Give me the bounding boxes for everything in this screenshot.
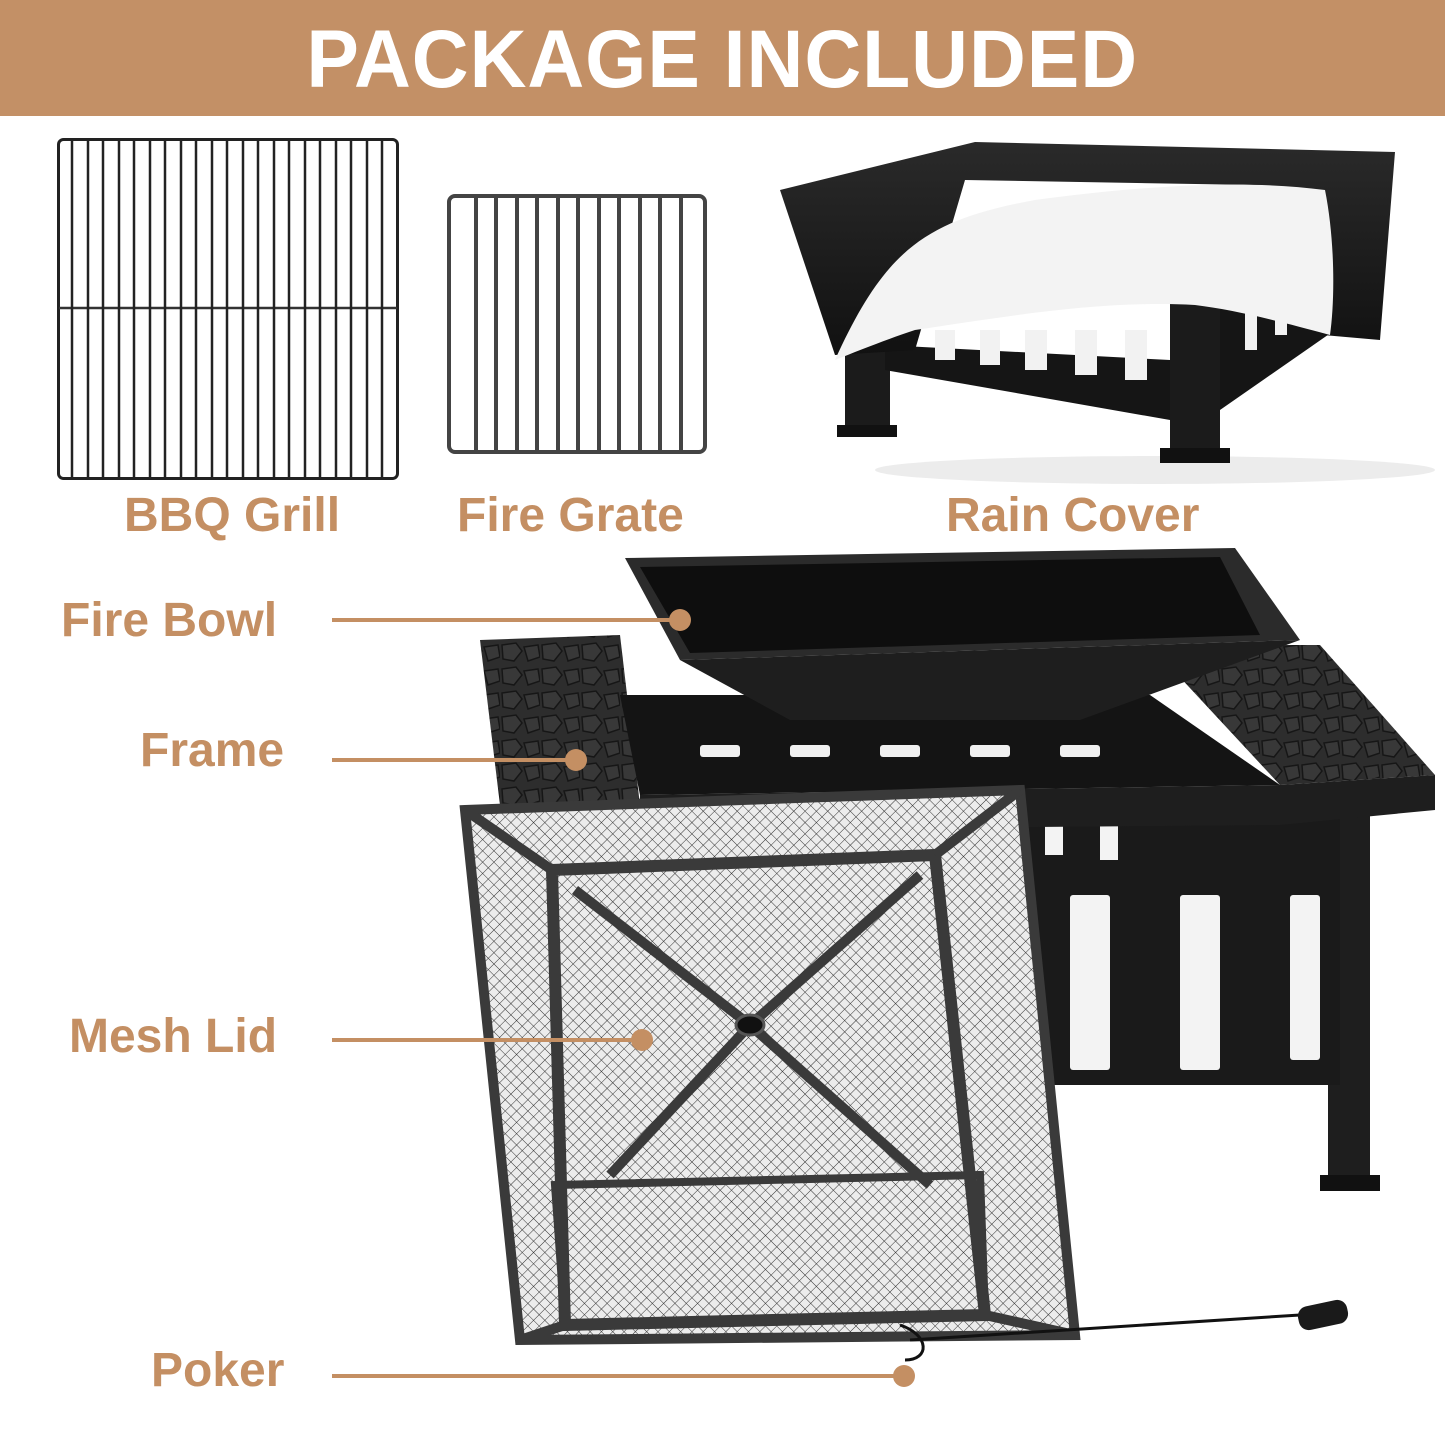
- bbq-grill-icon: [57, 138, 399, 480]
- callout-line-mesh-lid: [332, 1038, 642, 1042]
- callout-dot-frame: [565, 749, 587, 771]
- fire-pit-assembly-image: [459, 548, 1435, 1362]
- callout-dot-fire-bowl: [669, 609, 691, 631]
- callout-dot-poker: [893, 1365, 915, 1387]
- callout-line-frame: [332, 758, 576, 762]
- callout-label-fire-bowl: Fire Bowl: [61, 594, 278, 647]
- callout-line-poker: [332, 1374, 902, 1378]
- rain-cover-icon: [780, 142, 1435, 484]
- accessory-label-fire-grate: Fire Grate: [457, 489, 684, 542]
- callout-label-poker: Poker: [151, 1344, 285, 1397]
- header-banner: PACKAGE INCLUDED: [0, 0, 1445, 116]
- callout-line-fire-bowl: [332, 618, 680, 622]
- accessory-label-rain-cover: Rain Cover: [946, 489, 1200, 542]
- fire-grate-icon: [447, 194, 707, 454]
- callout-dot-mesh-lid: [631, 1029, 653, 1051]
- page-title: PACKAGE INCLUDED: [306, 14, 1139, 105]
- callout-label-mesh-lid: Mesh Lid: [69, 1010, 278, 1063]
- callout-label-frame: Frame: [140, 724, 285, 777]
- accessory-label-bbq-grill: BBQ Grill: [124, 489, 341, 542]
